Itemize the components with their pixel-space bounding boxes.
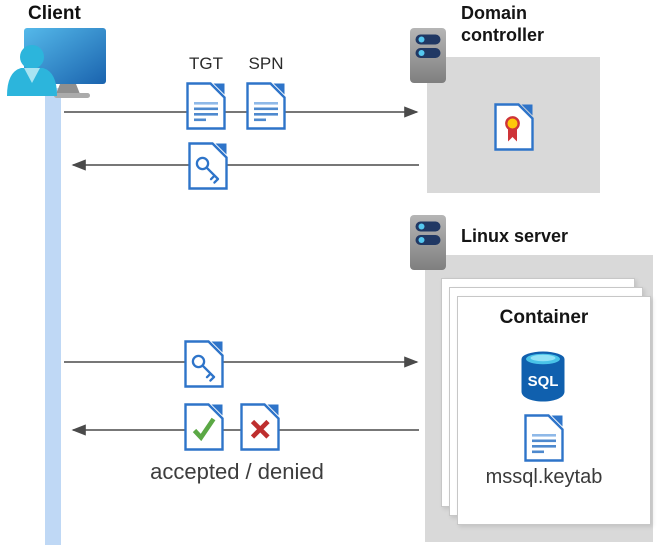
certificate-document-icon: [494, 103, 534, 151]
denied-x-document-icon: [240, 403, 280, 451]
client-label: Client: [28, 3, 81, 24]
container-card-front: [457, 296, 651, 525]
key-document-icon: [184, 340, 224, 388]
server-icon: [410, 28, 446, 83]
client-lifeline-bar: [45, 88, 61, 545]
result-label: accepted / denied: [150, 459, 324, 484]
spn-document-icon: [246, 82, 286, 130]
sql-label: SQL: [528, 373, 559, 390]
sql-database-icon: SQL: [521, 351, 565, 402]
container-label: Container: [499, 307, 589, 328]
tgt-document-icon: [186, 82, 226, 130]
key-document-icon: [188, 142, 228, 190]
person-icon: [20, 45, 44, 69]
tgt-label: TGT: [189, 54, 223, 73]
keytab-document-icon: [524, 414, 564, 462]
client-user-monitor-icon: [7, 28, 106, 98]
server-icon: [410, 215, 446, 270]
linux-server-label: Linux server: [461, 226, 569, 246]
domain-controller-label: Domain controller: [461, 3, 545, 45]
spn-label: SPN: [248, 54, 284, 73]
accepted-check-document-icon: [184, 403, 224, 451]
keytab-label: mssql.keytab: [485, 466, 603, 488]
